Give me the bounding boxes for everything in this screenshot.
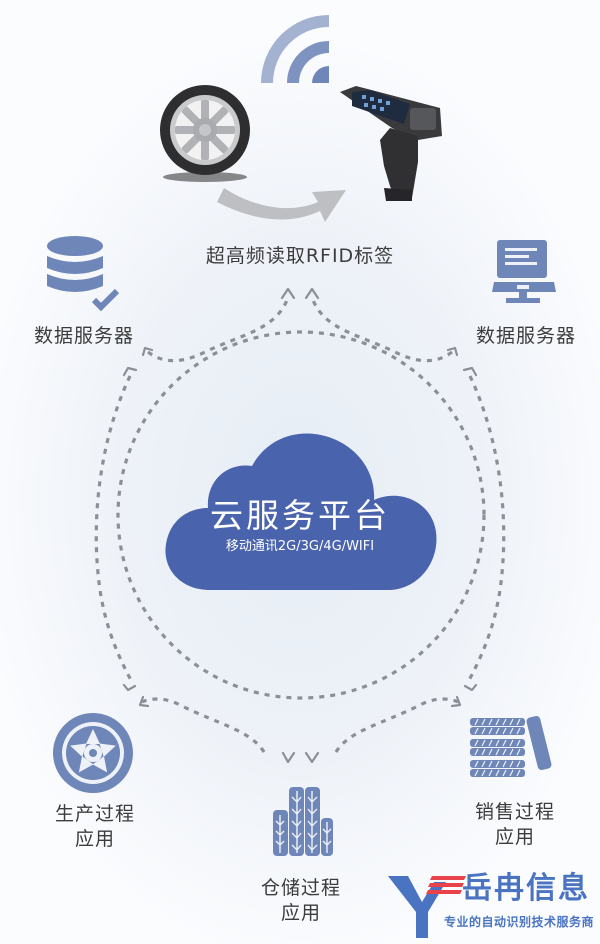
warehouse-label-line2: 应用 (280, 902, 321, 924)
rfid-read-label: 超高频读取RFID标签 (205, 245, 395, 267)
left-server-node (44, 234, 124, 314)
arrow-to-sales-2 (334, 697, 459, 753)
production-label-line2: 应用 (74, 828, 115, 850)
tire-stack-vertical-icon (273, 787, 333, 856)
arrow-to-rfid-left (147, 299, 289, 363)
arrowhead-warehouse-left (281, 751, 296, 764)
cloud-platform-subtitle: 移动通讯2G/3G/4G/WIFI (225, 539, 375, 554)
right-outer-arc (466, 375, 506, 683)
company-logo-name: 岳冉信息 (462, 871, 590, 906)
arrow-to-rfid-right (311, 299, 453, 363)
arrowhead-production-2 (138, 695, 150, 708)
left-outer-arc (94, 375, 134, 683)
arrowhead-warehouse-right (304, 751, 320, 764)
company-logo-tagline: 专业的自动识别技术服务商 (444, 915, 595, 929)
tire-stack-horizontal-icon (470, 715, 552, 777)
cloud-platform-title: 云服务平台 (210, 496, 390, 535)
inner-dashed-circle (116, 330, 486, 700)
arrow-to-production-2 (141, 697, 266, 753)
right-server-label: 数据服务器 (475, 325, 576, 347)
database-check-icon (47, 236, 120, 312)
sales-node (470, 715, 560, 786)
warehouse-label: 仓储过程 应用 (246, 876, 356, 926)
sales-label: 销售过程 应用 (460, 800, 570, 850)
arrowhead-sales-1 (463, 683, 478, 692)
laptop-terminal-icon (492, 240, 556, 303)
production-label: 生产过程 应用 (40, 802, 150, 852)
arrowhead-production-1 (122, 683, 137, 692)
wheel-icon (53, 713, 133, 793)
left-server-label: 数据服务器 (33, 325, 134, 347)
arrowhead-up-right (304, 287, 320, 300)
warehouse-node (266, 785, 336, 861)
production-node (52, 712, 134, 794)
arrowhead-left-server (122, 366, 138, 377)
sales-label-line2: 应用 (494, 826, 535, 848)
arrowhead-up-left (280, 287, 296, 300)
arrowhead-sales-2 (450, 695, 462, 708)
sales-label-line1: 销售过程 (474, 801, 555, 823)
warehouse-label-line1: 仓储过程 (260, 877, 341, 899)
right-server-node (492, 240, 564, 310)
company-logo-y-icon (388, 876, 466, 938)
arrowhead-right-server (462, 366, 478, 377)
arrowhead-right-server-2 (446, 346, 459, 357)
arrowhead-left-server-2 (141, 346, 154, 357)
production-label-line1: 生产过程 (54, 803, 135, 825)
